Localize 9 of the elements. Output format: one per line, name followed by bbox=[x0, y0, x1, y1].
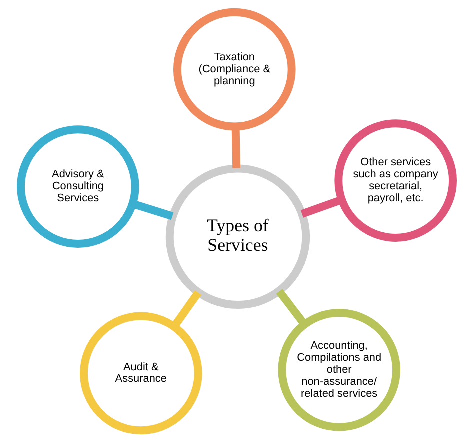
node-circle: Audit & Assurance bbox=[79, 312, 202, 435]
connector bbox=[300, 196, 343, 218]
connector bbox=[170, 290, 202, 329]
node-circle: Taxation (Compliance & planning bbox=[172, 8, 296, 131]
connector bbox=[276, 289, 308, 327]
node-circle: Types of Services bbox=[165, 164, 310, 309]
node-circle: Advisory & Consulting Services bbox=[16, 126, 139, 248]
node-circle: Accounting, Compilations and other non-assurance/ related services bbox=[278, 309, 400, 432]
node-circle: Other services such as company secretarial, payroll, etc. bbox=[334, 120, 456, 242]
